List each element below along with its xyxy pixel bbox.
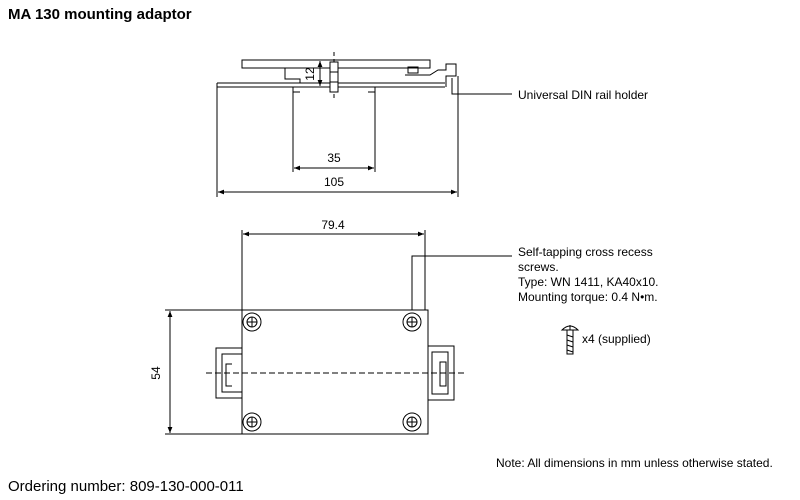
screws-line-3: Type: WN 1411, KA40x10.	[518, 275, 659, 289]
page-title: MA 130 mounting adaptor	[8, 6, 192, 23]
ordering-number: Ordering number: 809-130-000-011	[8, 478, 244, 495]
screws-line-1: Self-tapping cross recess	[518, 245, 653, 259]
dim-overall-width: 105	[324, 175, 344, 189]
screw-icon	[560, 325, 580, 355]
dim-hole-spacing: 79.4	[321, 218, 345, 232]
screws-line-4: Mounting torque: 0.4 N•m.	[518, 290, 658, 304]
plan-view	[165, 230, 512, 435]
screws-callout: Self-tapping cross recess screws. Type: …	[518, 245, 659, 305]
screw-hole	[402, 312, 422, 332]
screw-hole	[242, 312, 262, 332]
screws-line-2: screws.	[518, 260, 559, 274]
dim-rail-width: 35	[327, 151, 341, 165]
dim-height-top: 12	[303, 67, 317, 81]
supplied-quantity-label: x4 (supplied)	[582, 332, 651, 346]
dim-body-height: 54	[149, 366, 163, 380]
din-rail-holder-label: Universal DIN rail holder	[518, 88, 649, 102]
dimensions-note: Note: All dimensions in mm unless otherw…	[496, 456, 773, 470]
screw-hole	[402, 412, 422, 432]
screw-hole	[242, 412, 262, 432]
side-view	[216, 52, 512, 197]
